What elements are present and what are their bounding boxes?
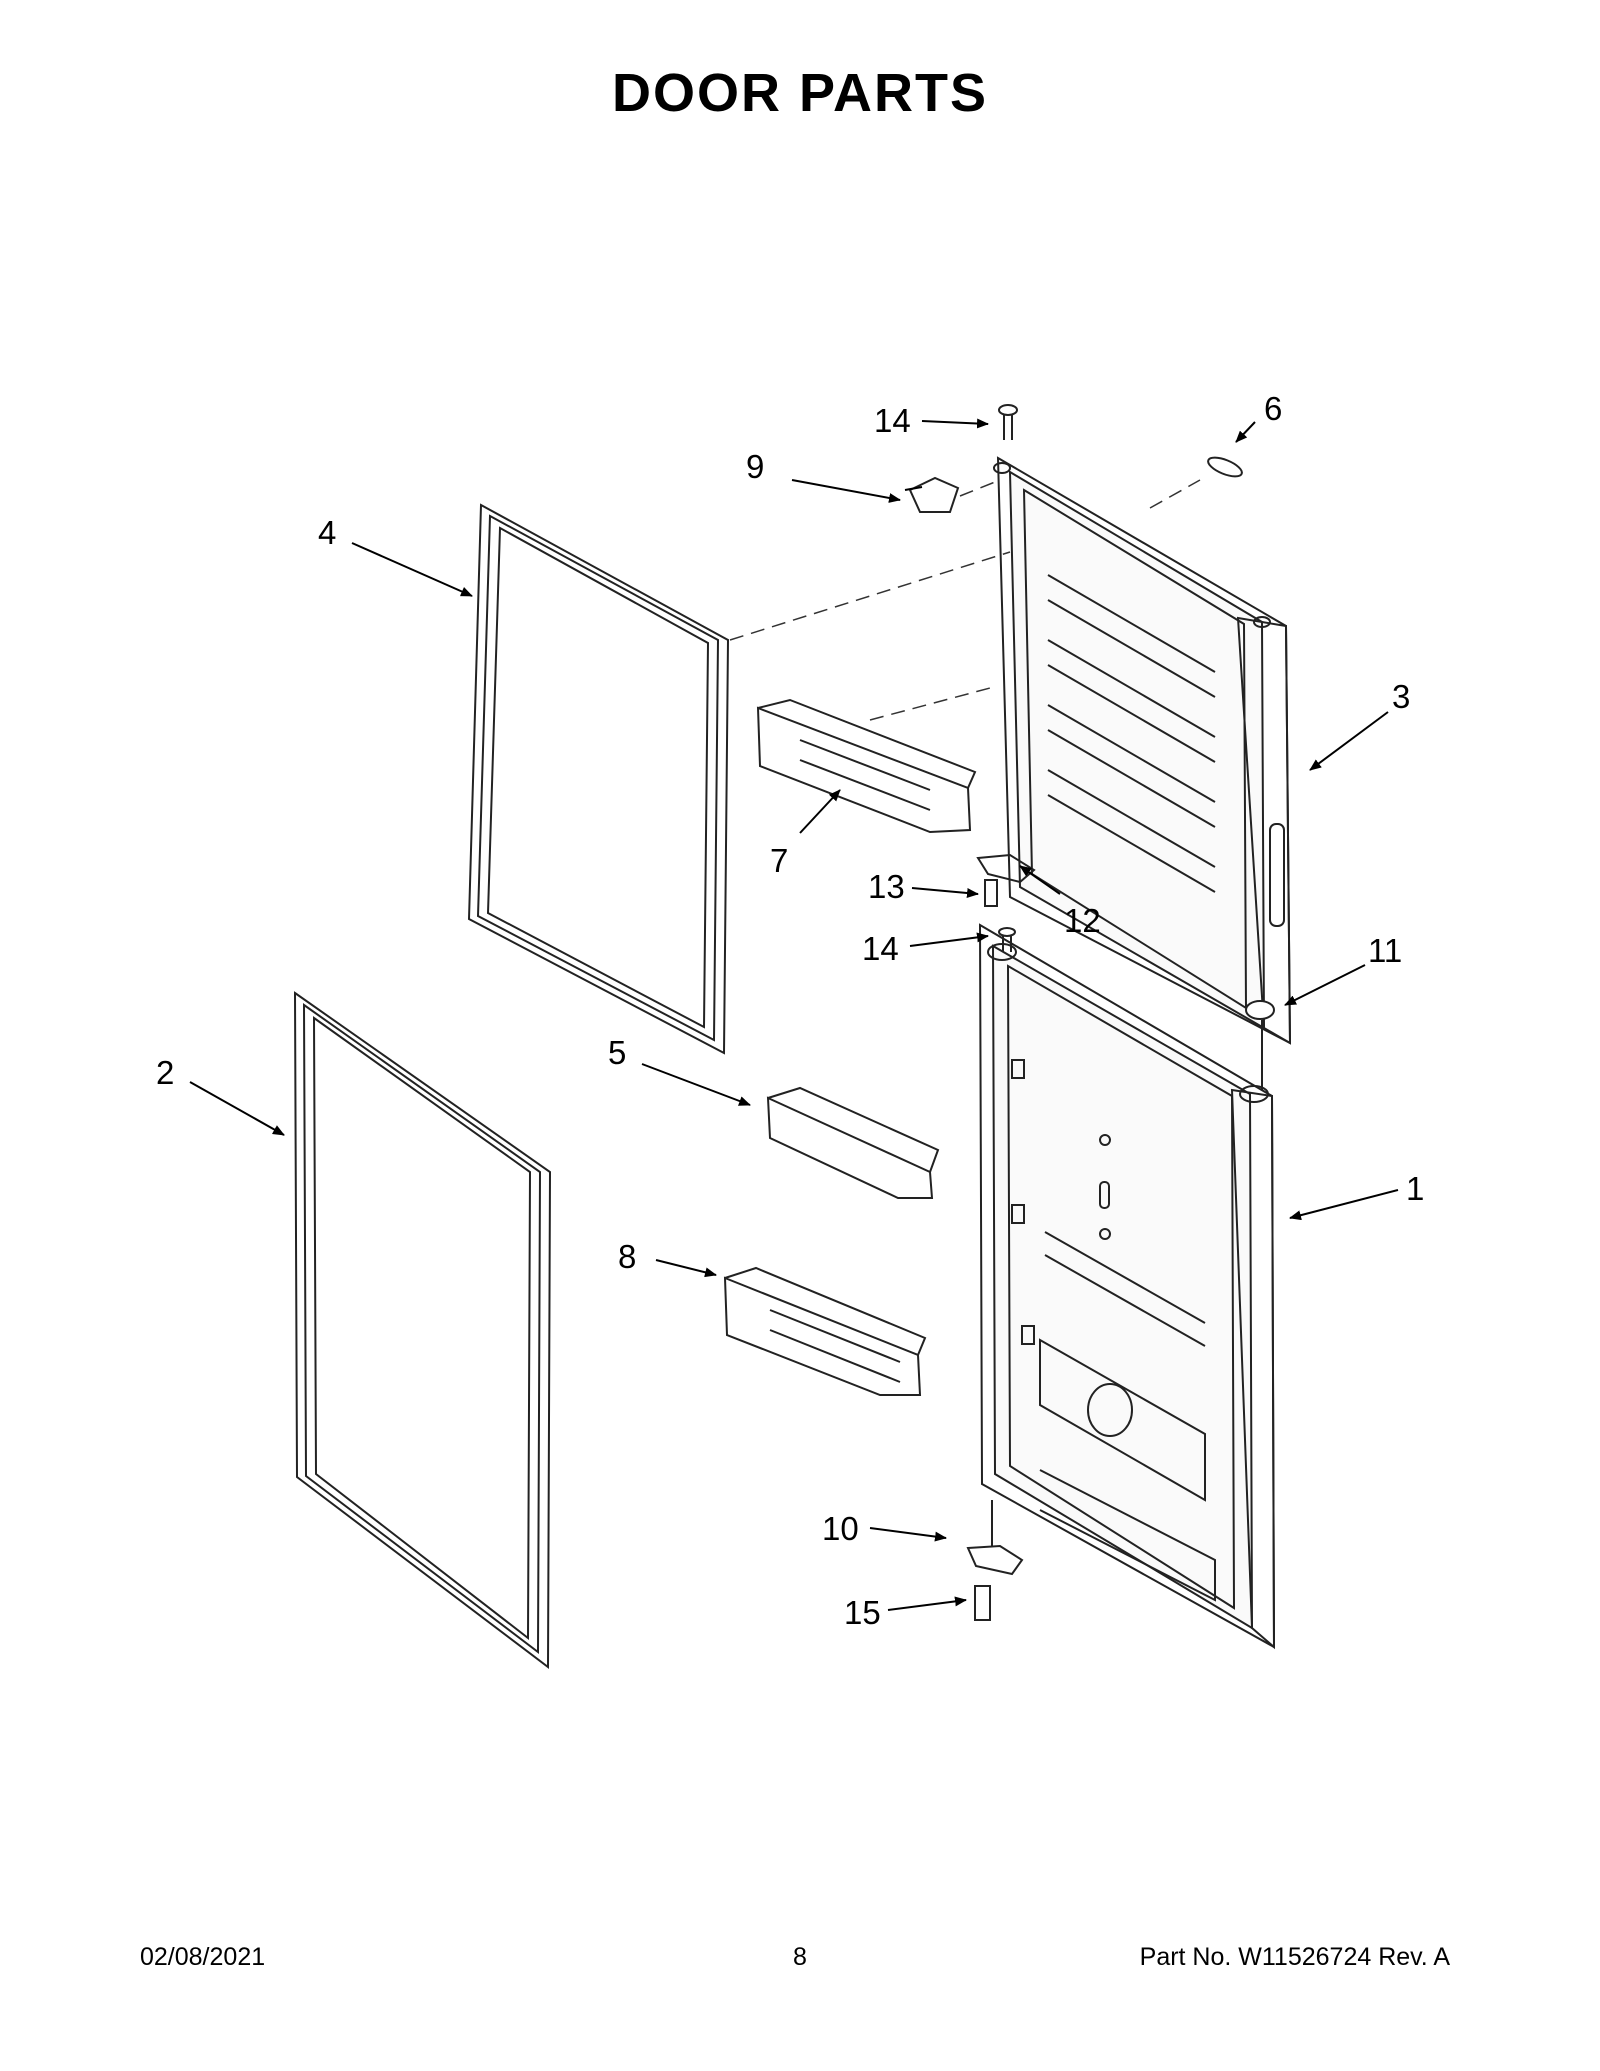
callout-10: 10 xyxy=(822,1510,859,1547)
page-title: DOOR PARTS xyxy=(611,63,988,123)
callout-6: 6 xyxy=(1264,390,1282,427)
hinge-cover xyxy=(910,478,958,512)
upper-door-bin xyxy=(768,1088,938,1198)
callout-5: 5 xyxy=(608,1034,626,1071)
footer-part-number: Part No. W11526724 Rev. A xyxy=(1139,1943,1450,1971)
callout-12: 12 xyxy=(1064,902,1101,939)
door-stop xyxy=(1246,1001,1274,1090)
callout-8: 8 xyxy=(618,1238,636,1275)
fresh-food-door-gasket xyxy=(295,993,550,1667)
freezer-door-gasket xyxy=(469,505,728,1053)
leader-arrows xyxy=(189,418,1399,1611)
callout-7: 7 xyxy=(770,842,788,879)
footer-date: 02/08/2021 xyxy=(140,1943,266,1971)
fresh-food-door xyxy=(980,925,1274,1647)
callout-11: 11 xyxy=(1368,932,1402,969)
hinge-pin-top xyxy=(999,405,1017,440)
freezer-door xyxy=(994,458,1290,1043)
hinge-pin-middle xyxy=(999,928,1015,952)
callout-2: 2 xyxy=(156,1054,174,1091)
callout-4: 4 xyxy=(318,514,336,551)
callout-1: 1 xyxy=(1406,1170,1424,1207)
footer-page-number: 8 xyxy=(793,1943,807,1971)
washer xyxy=(1206,454,1245,480)
callout-3: 3 xyxy=(1392,678,1410,715)
callout-15: 15 xyxy=(844,1594,881,1631)
freezer-door-bin xyxy=(758,700,975,832)
callout-14-top: 14 xyxy=(874,402,911,439)
callout-9: 9 xyxy=(746,448,764,485)
assembly-lines xyxy=(729,479,1201,721)
callout-14-middle: 14 xyxy=(862,930,899,967)
callout-13: 13 xyxy=(868,868,905,905)
bottom-hinge xyxy=(968,1500,1022,1574)
hinge-screw-15 xyxy=(975,1586,990,1620)
hinge-screw-13 xyxy=(985,880,997,906)
lower-door-bin xyxy=(725,1268,925,1395)
